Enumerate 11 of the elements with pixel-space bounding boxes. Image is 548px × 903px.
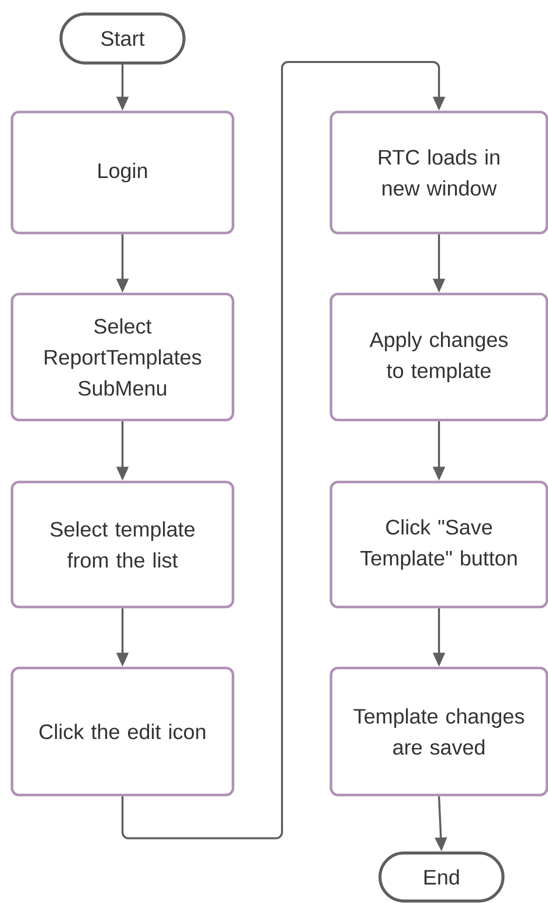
process-box: Select template from the list <box>10 480 234 608</box>
process-box: RTC loads in new window <box>330 110 548 234</box>
process-box: Login <box>10 110 234 234</box>
terminal-pill: End <box>378 852 504 902</box>
process-box: Click the edit icon <box>10 666 234 796</box>
process-box: Apply changes to template <box>330 292 548 422</box>
process-box: Click "Save Template" button <box>330 480 548 608</box>
process-box: Select ReportTemplates SubMenu <box>10 292 234 422</box>
terminal-pill: Start <box>60 12 186 64</box>
arrow <box>122 61 446 840</box>
process-box: Template changes are saved <box>330 666 548 796</box>
